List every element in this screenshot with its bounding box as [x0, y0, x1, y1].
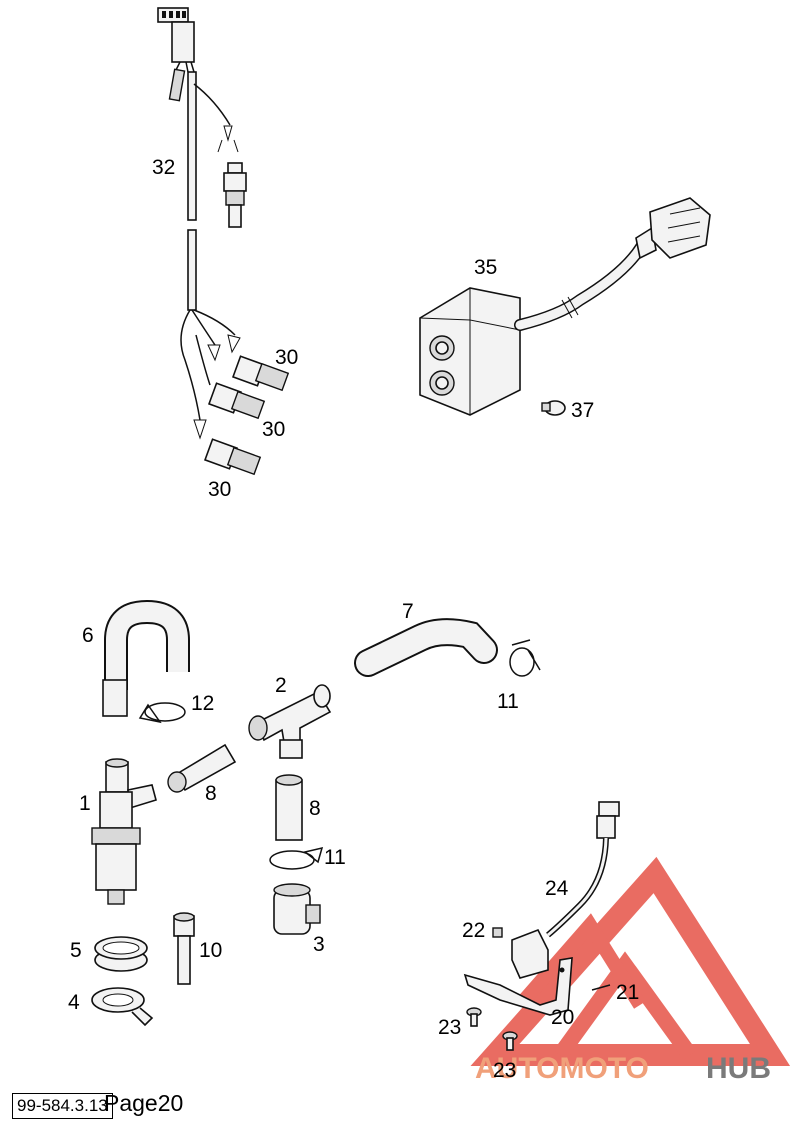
- callout-6: 6: [82, 624, 94, 647]
- switch-30-b: [207, 382, 266, 420]
- screw-37: [541, 400, 566, 416]
- callout-35: 35: [474, 256, 497, 279]
- callout-30-a: 30: [275, 346, 298, 369]
- callout-4: 4: [68, 991, 80, 1014]
- callout-30-b: 30: [262, 418, 285, 441]
- callout-2: 2: [275, 674, 287, 697]
- valve-1: [91, 758, 157, 905]
- document-code: 99-584.3.13: [12, 1093, 113, 1119]
- nut-22: [492, 927, 503, 938]
- callout-22: 22: [462, 919, 485, 942]
- hose-7: [354, 618, 498, 677]
- screw-21: [591, 984, 611, 991]
- t-piece-2: [248, 684, 332, 759]
- callout-32: 32: [152, 156, 175, 179]
- callout-37: 37: [571, 399, 594, 422]
- clamp-12: [138, 702, 186, 724]
- clamp-11-b: [269, 846, 324, 870]
- page-number: Page20: [104, 1090, 184, 1116]
- gasket-4: [91, 987, 154, 1027]
- screw-23-a: [466, 1007, 482, 1027]
- hose-8-a: [167, 743, 237, 793]
- callout-12: 12: [191, 692, 214, 715]
- callout-21: 21: [616, 981, 639, 1004]
- switch-30-c: [203, 438, 262, 476]
- callout-24: 24: [545, 877, 569, 900]
- callout-7: 7: [402, 600, 414, 623]
- callout-5: 5: [70, 939, 82, 962]
- watermark-brand-primary: AUTOMOTO: [475, 1052, 649, 1085]
- screw-23-b: [502, 1031, 518, 1051]
- fitting-3: [273, 883, 321, 935]
- callout-1: 1: [79, 792, 91, 815]
- u-hose-6: [102, 599, 190, 717]
- hose-8-b: [275, 774, 303, 841]
- watermark-logo: [470, 856, 791, 1066]
- ring-5: [94, 936, 148, 972]
- clamp-11-a: [509, 639, 541, 677]
- sensor-24: [511, 801, 620, 979]
- switch-30-a: [231, 355, 290, 392]
- watermark-text: AUTOMOTO HUB: [475, 1052, 771, 1085]
- callout-3: 3: [313, 933, 325, 956]
- callout-20: 20: [551, 1006, 574, 1029]
- callout-8-a: 8: [205, 782, 217, 805]
- bolt-10: [173, 912, 195, 985]
- callout-23-b: 23: [493, 1059, 516, 1082]
- callout-11-b: 11: [324, 846, 346, 869]
- callout-23-a: 23: [438, 1016, 461, 1039]
- wiring-harness-32: [157, 7, 247, 440]
- cdi-unit-35: [419, 197, 711, 416]
- callout-11-a: 11: [497, 690, 519, 713]
- callout-30-c: 30: [208, 478, 231, 501]
- watermark-brand-secondary: HUB: [706, 1052, 771, 1085]
- bracket-20: [463, 957, 573, 1016]
- callout-8-b: 8: [309, 797, 321, 820]
- callout-10: 10: [199, 939, 222, 962]
